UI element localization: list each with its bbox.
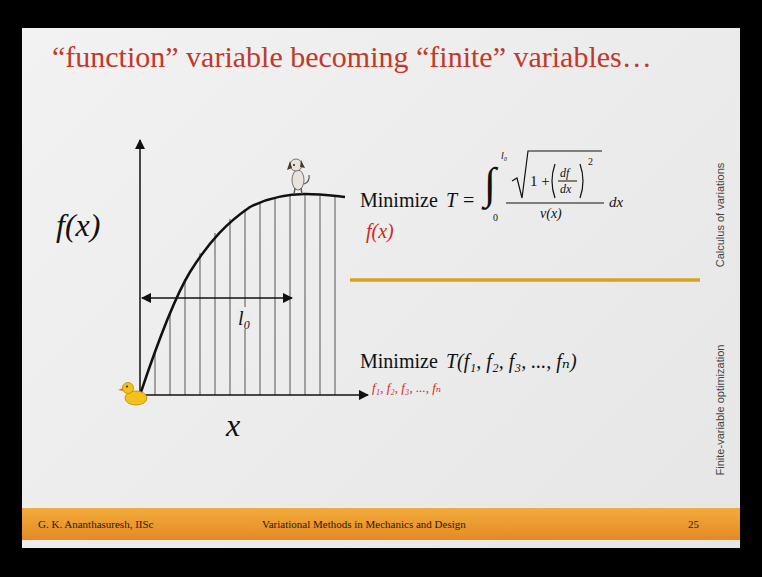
- strip-line: [170, 312, 171, 395]
- strip-line: [185, 279, 186, 395]
- strip-line: [275, 199, 276, 395]
- strip-line: [155, 352, 156, 395]
- sqrt-sign: [512, 151, 602, 198]
- strip-line: [320, 196, 321, 395]
- dog-ear: [300, 160, 305, 168]
- dog-eye: [293, 164, 295, 166]
- strip-line: [305, 195, 306, 395]
- slide-title: “function” variable becoming “finite” va…: [52, 40, 652, 73]
- objective-verb: Minimize: [360, 189, 438, 211]
- lower-limit: 0: [493, 212, 498, 223]
- strip-line: [290, 196, 291, 395]
- strip-line: [245, 209, 246, 395]
- strip-line: [215, 233, 216, 395]
- integral-sign: ∫: [484, 160, 496, 208]
- exponent: 2: [588, 156, 593, 167]
- fraction-bar: [506, 202, 604, 203]
- strip-line: [260, 203, 261, 395]
- derivative-bar: [558, 181, 577, 182]
- y-axis: [139, 140, 141, 398]
- footer-text: Variational Methods in Mechanics and Des…: [262, 518, 466, 530]
- strip-line: [230, 219, 231, 395]
- axis-label: x: [226, 408, 240, 443]
- side-label: Finite-variable optimization: [714, 345, 726, 476]
- upper-limit: l₀: [501, 150, 507, 161]
- design-variable: f(x): [366, 220, 394, 242]
- duck-head: [123, 383, 134, 394]
- differential: dx: [609, 194, 623, 211]
- dog-tail: [304, 175, 309, 184]
- footer-band: G. K. Ananthasuresh, IISc Variational Met…: [22, 508, 740, 540]
- duck-beak: [118, 388, 123, 391]
- strip-line: [200, 253, 201, 395]
- left-parenthesis: [552, 164, 555, 198]
- length-label: l₀: [236, 307, 253, 329]
- dog-head: [290, 159, 302, 171]
- footer-text: G. K. Ananthasuresh, IISc: [38, 518, 153, 530]
- x-axis: [132, 394, 368, 396]
- function-curve: [140, 194, 345, 395]
- formula-term: 1 +: [530, 173, 550, 190]
- dog-leg: [301, 188, 302, 194]
- axis-label: f(x): [56, 208, 100, 243]
- discretization-lines: [155, 195, 335, 395]
- derivative-numerator: df: [560, 167, 569, 180]
- objective-name: T =: [446, 189, 475, 211]
- length-arrow: [142, 297, 292, 299]
- slide-background: [22, 28, 740, 548]
- objective-function: T(f₁, f₂, f₃, ..., fₙ): [446, 350, 577, 372]
- right-parenthesis: [580, 164, 583, 198]
- dog-body: [292, 170, 304, 190]
- duck-icon: [118, 383, 147, 406]
- strip-line: [335, 196, 336, 395]
- duck-eye: [126, 386, 128, 388]
- side-label: Calculus of variations: [714, 163, 726, 268]
- objective-verb: Minimize: [360, 350, 438, 372]
- dog-icon: [287, 159, 309, 194]
- page-number: 25: [688, 518, 699, 530]
- design-variables: f₁, f₂, f₃, ..., fₙ: [372, 381, 441, 395]
- derivative-denominator: dx: [560, 183, 571, 196]
- divider-line: [350, 278, 700, 282]
- dog-leg: [294, 188, 295, 194]
- formula-denominator: v(x): [540, 206, 562, 221]
- dog-ear: [287, 161, 292, 170]
